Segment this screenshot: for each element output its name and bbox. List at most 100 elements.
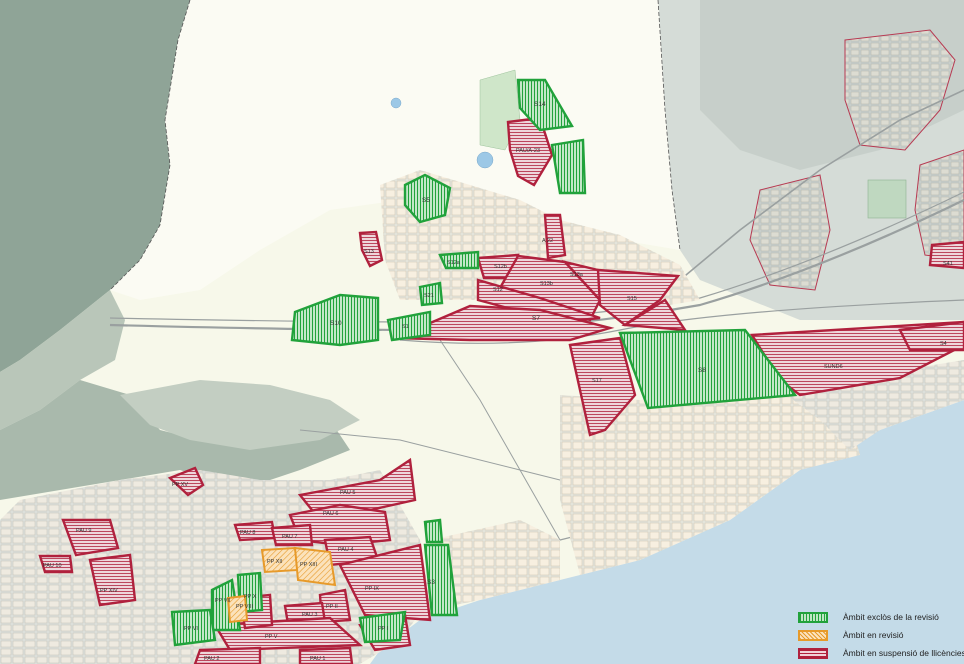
label-pp-xv: PP XV	[172, 482, 188, 488]
excluded-zones	[170, 78, 798, 647]
label-pau7: PAU 7	[282, 534, 298, 540]
label-pp-xii: PP XII	[267, 559, 283, 565]
zone-s21[interactable]	[418, 281, 444, 307]
label-pau1: PAU 1	[310, 656, 326, 662]
label-s15: S15	[627, 296, 637, 302]
zone-pp-xiv[interactable]	[88, 553, 137, 607]
zone-pau1[interactable]	[298, 646, 354, 664]
legend-row-suspension: Àmbit en suspensió de llicències	[798, 644, 964, 662]
legend-swatch-suspension	[798, 647, 828, 659]
legend-label-review: Àmbit en revisió	[843, 630, 904, 640]
legend-label-excluded: Àmbit exclòs de la revisió	[843, 612, 939, 622]
map-legend: Àmbit exclòs de la revisió Àmbit en revi…	[798, 608, 964, 664]
zone-s7-east[interactable]	[621, 298, 688, 332]
label-pp-i: PP I	[378, 626, 389, 632]
zone-s4[interactable]	[898, 320, 964, 352]
zone-pp-viii[interactable]	[226, 594, 249, 624]
zone-s8[interactable]	[618, 328, 798, 410]
zone-s1[interactable]	[386, 310, 432, 342]
zone-pau9[interactable]	[61, 518, 120, 557]
label-s1: S1	[402, 324, 409, 330]
label-pau8: PAU 8	[240, 530, 256, 536]
legend-swatch-review	[798, 629, 828, 641]
zone-s13[interactable]	[358, 230, 384, 268]
zone-s17[interactable]	[568, 336, 637, 437]
zone-s12a[interactable]	[438, 250, 480, 270]
legend-row-excluded: Àmbit exclòs de la revisió	[798, 608, 964, 626]
zone-s41[interactable]	[928, 240, 964, 270]
ne-green-area	[867, 179, 907, 219]
label-pp-x: PP X	[244, 594, 257, 600]
label-pau4: PAU 4	[338, 547, 354, 553]
label-pp-vii: PP VII	[215, 598, 231, 604]
zone-a22[interactable]	[543, 213, 567, 260]
legend-row-review: Àmbit en revisió	[798, 626, 964, 644]
municipal-boundary	[109, 0, 191, 291]
label-pau-a23: PAU/A-23	[516, 148, 540, 154]
zone-s3-top[interactable]	[423, 518, 444, 544]
label-pau10: PAU 10	[43, 563, 62, 569]
label-s3: S3	[427, 579, 435, 586]
zone-pp-i-green[interactable]	[358, 610, 407, 644]
zone-s14[interactable]	[516, 78, 574, 132]
label-pp-xiv: PP XIV	[100, 588, 118, 594]
zone-pau-a23-east[interactable]	[550, 138, 587, 195]
label-pau3: PAU 3	[302, 612, 318, 618]
coastal-town	[560, 395, 860, 575]
zone-pau2[interactable]	[193, 646, 262, 664]
sector-labels: S14 PAU/A-23 S5 S13 A 22 S12a S12b S13b …	[330, 101, 953, 586]
label-s5: S5	[422, 197, 430, 204]
label-s7: S7	[532, 315, 540, 322]
terrain-west-light	[0, 290, 125, 430]
label-pp-xiii: PP XIII	[300, 562, 317, 568]
zone-pp-xv[interactable]	[167, 466, 205, 497]
zone-pp-xiii[interactable]	[293, 546, 337, 587]
zone-s7[interactable]	[394, 304, 615, 342]
terrain-southwest	[0, 380, 350, 500]
review-zones	[226, 546, 337, 624]
ne-urban-1	[844, 29, 956, 151]
zone-pau7[interactable]	[270, 523, 314, 547]
label-pau6: PAU 6	[323, 511, 339, 517]
label-pp-viii: PP VIII	[236, 604, 253, 610]
zone-s5[interactable]	[403, 173, 452, 224]
zone-pp-ix[interactable]	[338, 543, 432, 622]
legend-swatch-excluded	[798, 611, 828, 623]
label-s8: S8	[698, 367, 706, 374]
label-s12b: S12b	[494, 264, 507, 270]
legend-label-suspension: Àmbit en suspensió de llicències	[843, 648, 964, 658]
terrain-west	[0, 0, 190, 372]
label-sund6: SUND6	[824, 364, 843, 370]
label-s12: S12	[493, 287, 503, 293]
zone-pp-vi[interactable]	[170, 608, 217, 647]
label-s13: S13	[364, 249, 374, 255]
label-s4: S4	[940, 341, 947, 347]
label-s13a: S13a	[570, 272, 584, 278]
label-s21: S21	[424, 293, 434, 299]
zone-s10[interactable]	[290, 293, 380, 347]
label-s17: S17	[592, 378, 602, 384]
label-pp-ii: PP II	[326, 604, 338, 610]
municipal-boundary-east	[657, 0, 681, 251]
south-coast-town	[430, 520, 560, 610]
label-s41: S41	[943, 261, 953, 267]
label-pau5: PAU 5	[340, 490, 356, 496]
label-s10: S10	[330, 320, 342, 327]
label-pp-ix: PP IX	[365, 586, 379, 592]
label-a22: A 22	[542, 238, 553, 244]
plan-labels: PP XV PAU 9 PAU 10 PP XIV PAU 5 PAU 6 PA…	[43, 482, 389, 662]
label-pau9: PAU 9	[76, 528, 92, 534]
label-pp-v: PP V	[265, 634, 278, 640]
zone-pau10[interactable]	[38, 554, 74, 574]
north-valley	[110, 0, 680, 300]
label-s13b: S13b	[540, 281, 553, 287]
label-s12a: S12a	[447, 260, 461, 266]
zone-s3[interactable]	[423, 543, 459, 617]
zone-s15[interactable]	[596, 268, 681, 327]
label-pau2: PAU 2	[204, 656, 220, 662]
ne-urban-2	[749, 174, 831, 291]
label-pp-vi: PP VI	[184, 626, 198, 632]
label-s14: S14	[534, 101, 546, 108]
terrain-hills-2	[120, 380, 360, 450]
